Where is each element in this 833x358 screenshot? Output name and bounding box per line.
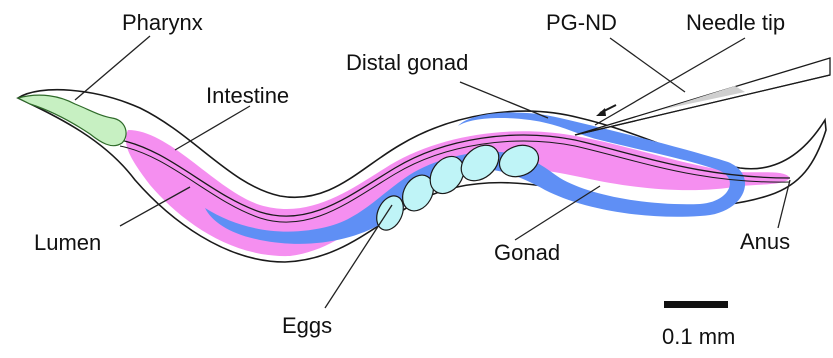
needle-lower-edge — [575, 75, 830, 135]
scale-bar — [664, 301, 728, 308]
leader-intestine — [175, 106, 250, 150]
label-pg-nd: PG-ND — [546, 10, 617, 35]
leader-pg-nd — [610, 38, 685, 92]
scale-bar-label: 0.1 mm — [662, 324, 735, 349]
leader-pharynx — [75, 36, 150, 100]
needle-arrow-head — [596, 108, 606, 116]
label-needle-tip: Needle tip — [686, 10, 785, 35]
label-pharynx: Pharynx — [122, 10, 203, 35]
label-intestine: Intestine — [206, 83, 289, 108]
label-distal-gonad: Distal gonad — [346, 50, 468, 75]
label-gonad: Gonad — [494, 240, 560, 265]
label-eggs: Eggs — [282, 313, 332, 338]
label-lumen: Lumen — [34, 230, 101, 255]
label-anus: Anus — [740, 229, 790, 254]
